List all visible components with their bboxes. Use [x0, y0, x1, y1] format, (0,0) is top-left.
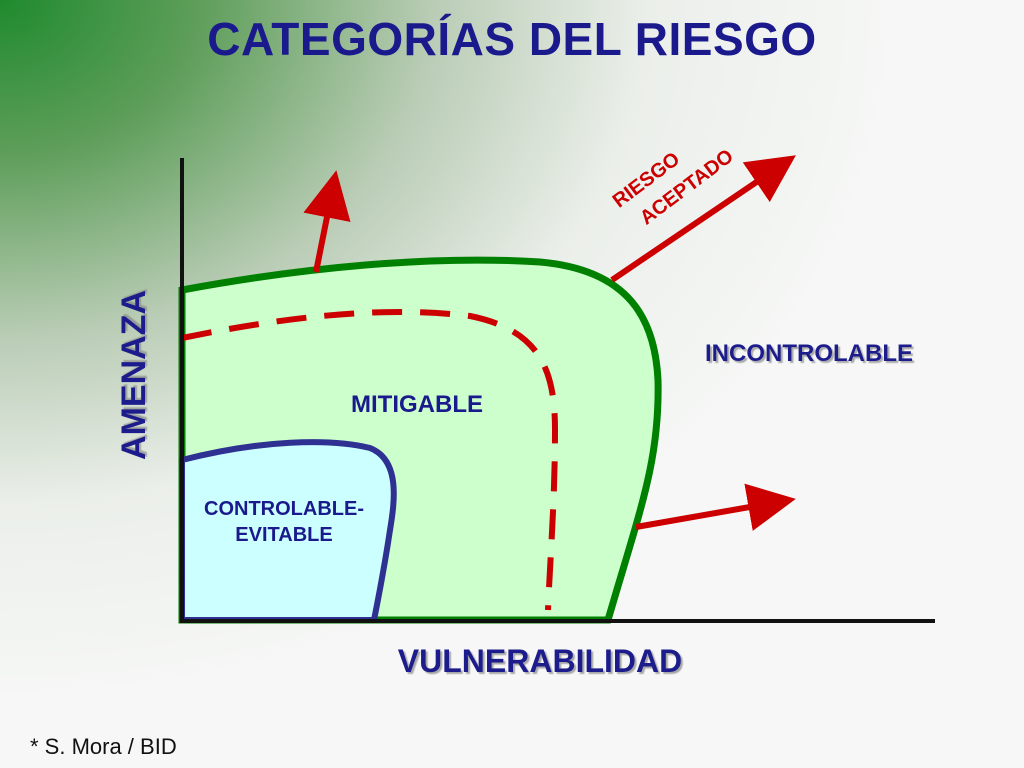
arrow-right	[635, 483, 796, 531]
mitigable-label: MITIGABLE	[351, 391, 483, 418]
controlable-label-line2: EVITABLE	[235, 524, 332, 546]
arrow-up	[303, 170, 351, 273]
arrow-riesgo-aceptado	[610, 155, 796, 283]
controlable-region	[179, 439, 397, 623]
controlable-label-line1: CONTROLABLE-	[204, 498, 364, 520]
y-axis-label: AMENAZA	[115, 290, 153, 460]
x-axis-label: VULNERABILIDAD	[398, 643, 682, 679]
page-title: CATEGORÍAS DEL RIESGO	[207, 13, 817, 65]
footnote: * S. Mora / BID	[30, 734, 177, 759]
incontrolable-label: INCONTROLABLE	[705, 340, 913, 367]
dashed-boundary	[181, 309, 559, 611]
riesgo-aceptado-annotation: RIESGO ACEPTADO	[609, 145, 738, 229]
